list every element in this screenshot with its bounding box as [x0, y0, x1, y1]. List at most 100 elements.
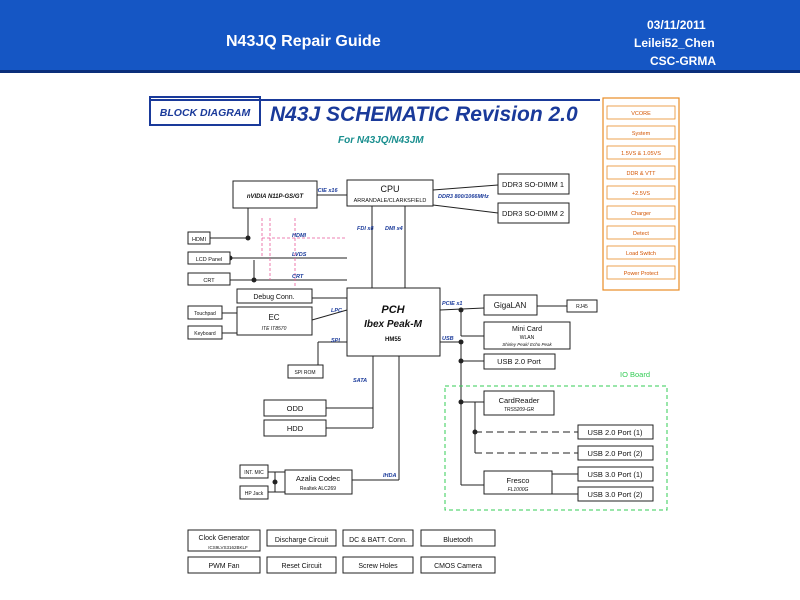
io-board-label: IO Board [620, 370, 650, 379]
bluetooth-label: Bluetooth [443, 537, 473, 544]
bus-fdi: FDI x8 [357, 226, 374, 232]
pwm-fan-label: PWM Fan [208, 563, 239, 570]
power-item-system: System [632, 131, 651, 137]
keyboard-label: Keyboard [194, 331, 216, 337]
header-date: 03/11/2011 [647, 18, 706, 32]
cardreader-sub-label: TRS5209-GR [504, 407, 535, 413]
fresco-label: Fresco [507, 476, 530, 485]
clock-generator-sub-label: ICS9LVS3162BKLF [208, 545, 248, 550]
power-item-detect-box [606, 225, 676, 240]
ddr3-dimm1-block [497, 173, 570, 195]
keyboard-block [187, 325, 223, 340]
io-board-region [444, 385, 668, 511]
schematic-subtitle: For N43JQ/N43JM [338, 135, 424, 146]
usb20-port2-block [577, 445, 654, 461]
bus-lpc: LPC [331, 308, 343, 314]
bus-hdmi: HDMI [292, 233, 307, 239]
gigalan-label: GigaLAN [494, 301, 527, 310]
fresco-sub-label: FL1000G [508, 487, 529, 493]
clock-generator-label: Clock Generator [199, 535, 251, 542]
cpu-label: CPU [380, 184, 399, 194]
ddr3-dimm1-label: DDR3 SO-DIMM 1 [502, 180, 564, 189]
hdmi-block [187, 231, 211, 245]
usb30-port1-block [577, 466, 654, 482]
dc-batt-conn-label: DC & BATT. Conn. [349, 537, 407, 544]
rj45-label: RJ45 [576, 304, 588, 310]
nvidia-gpu-block [232, 180, 318, 209]
usb20-port-block [483, 353, 556, 370]
rj45-block [566, 299, 598, 313]
azalia-codec-label: Azalia Codec [296, 474, 340, 483]
azalia-codec-block [284, 469, 353, 495]
power-item-system-box [606, 125, 676, 140]
minicard-label: Mini Card [512, 326, 542, 333]
odd-block [263, 399, 327, 417]
touchpad-block [187, 305, 223, 320]
crt-block [187, 272, 231, 286]
usb20-port1-label: USB 2.0 Port (1) [587, 428, 643, 437]
discharge-circuit-block [266, 529, 337, 547]
power-item-1-5vs-1-05vs: 1.5VS & 1.05VS [621, 151, 661, 157]
power-item-2-5vs-box [606, 185, 676, 200]
bus-lvds: LVDS [292, 252, 307, 258]
azalia-codec-sub-label: Realtek ALC269 [300, 486, 336, 492]
cmos-camera-block [420, 556, 496, 574]
cpu-sub-label: ARRANDALE/CLARKSFIELD [354, 198, 427, 204]
block-diagram-label: BLOCK DIAGRAM [160, 107, 251, 119]
spi-rom-label: SPI ROM [294, 370, 315, 376]
header-author: Leilei52_Chen [634, 36, 715, 50]
usb20-port-label: USB 2.0 Port [497, 357, 542, 366]
power-item-vcore: VCORE [631, 111, 651, 117]
usb30-port2-label: USB 3.0 Port (2) [587, 490, 643, 499]
ddr3-dimm2-label: DDR3 SO-DIMM 2 [502, 209, 564, 218]
spi-rom-block [287, 364, 324, 379]
header-banner: N43JQ Repair Guide 03/11/2011 Leilei52_C… [0, 0, 800, 73]
touchpad-label: Touchpad [194, 311, 216, 317]
crt-label: CRT [203, 278, 215, 284]
cmos-camera-label: CMOS Camera [434, 563, 482, 570]
cardreader-block [483, 390, 555, 416]
lcd-panel-block [187, 251, 231, 265]
debug-conn-label: Debug Conn. [253, 294, 294, 301]
ddr3-dimm2-block [497, 202, 570, 224]
int-mic-label: INT. MIC [244, 470, 264, 476]
bus-usb: USB [442, 336, 454, 342]
hp-jack-block [239, 485, 269, 500]
ec-label: EC [268, 313, 279, 322]
gigalan-block [483, 294, 538, 316]
bluetooth-block [420, 529, 496, 547]
nvidia-gpu-label: nVIDIA N11P-GS/GT [247, 194, 305, 200]
header-department: CSC-GRMA [650, 54, 716, 68]
power-item-power-protect: Power Protect [624, 271, 659, 277]
pch-label: PCH [381, 304, 405, 316]
usb20-port1-block [577, 424, 654, 440]
debug-conn-block [236, 288, 313, 304]
power-item-load-switch-box [606, 245, 676, 260]
power-item-vcore-box [606, 105, 676, 120]
ec-sub-label: ITE IT8570 [262, 326, 287, 332]
power-item-charger-box [606, 205, 676, 220]
reset-circuit-label: Reset Circuit [281, 563, 321, 570]
screw-holes-block [342, 556, 414, 574]
reset-circuit-block [266, 556, 337, 574]
power-item-power-protect-box [606, 265, 676, 280]
int-mic-block [239, 464, 269, 479]
bus-dmi: DMI x4 [385, 226, 403, 232]
pch-block [346, 287, 441, 357]
hdd-block [263, 419, 327, 437]
fresco-block [483, 470, 553, 495]
clock-generator-block [187, 529, 261, 552]
power-item-1-5vs-1-05vs-box [606, 145, 676, 160]
guide-title: N43JQ Repair Guide [226, 33, 381, 50]
ec-block [236, 306, 313, 336]
bus-pcie16: PCIE x16 [314, 188, 338, 194]
lcd-panel-label: LCD Panel [196, 257, 223, 263]
bus-pcie1: PCIE x1 [442, 301, 462, 307]
power-item-ddr-vtt-box [606, 165, 676, 180]
minicard-block [483, 321, 571, 350]
cpu-block [346, 179, 434, 207]
pch-model-label: HM55 [385, 337, 402, 343]
bus-ihda: IHDA [383, 473, 396, 479]
